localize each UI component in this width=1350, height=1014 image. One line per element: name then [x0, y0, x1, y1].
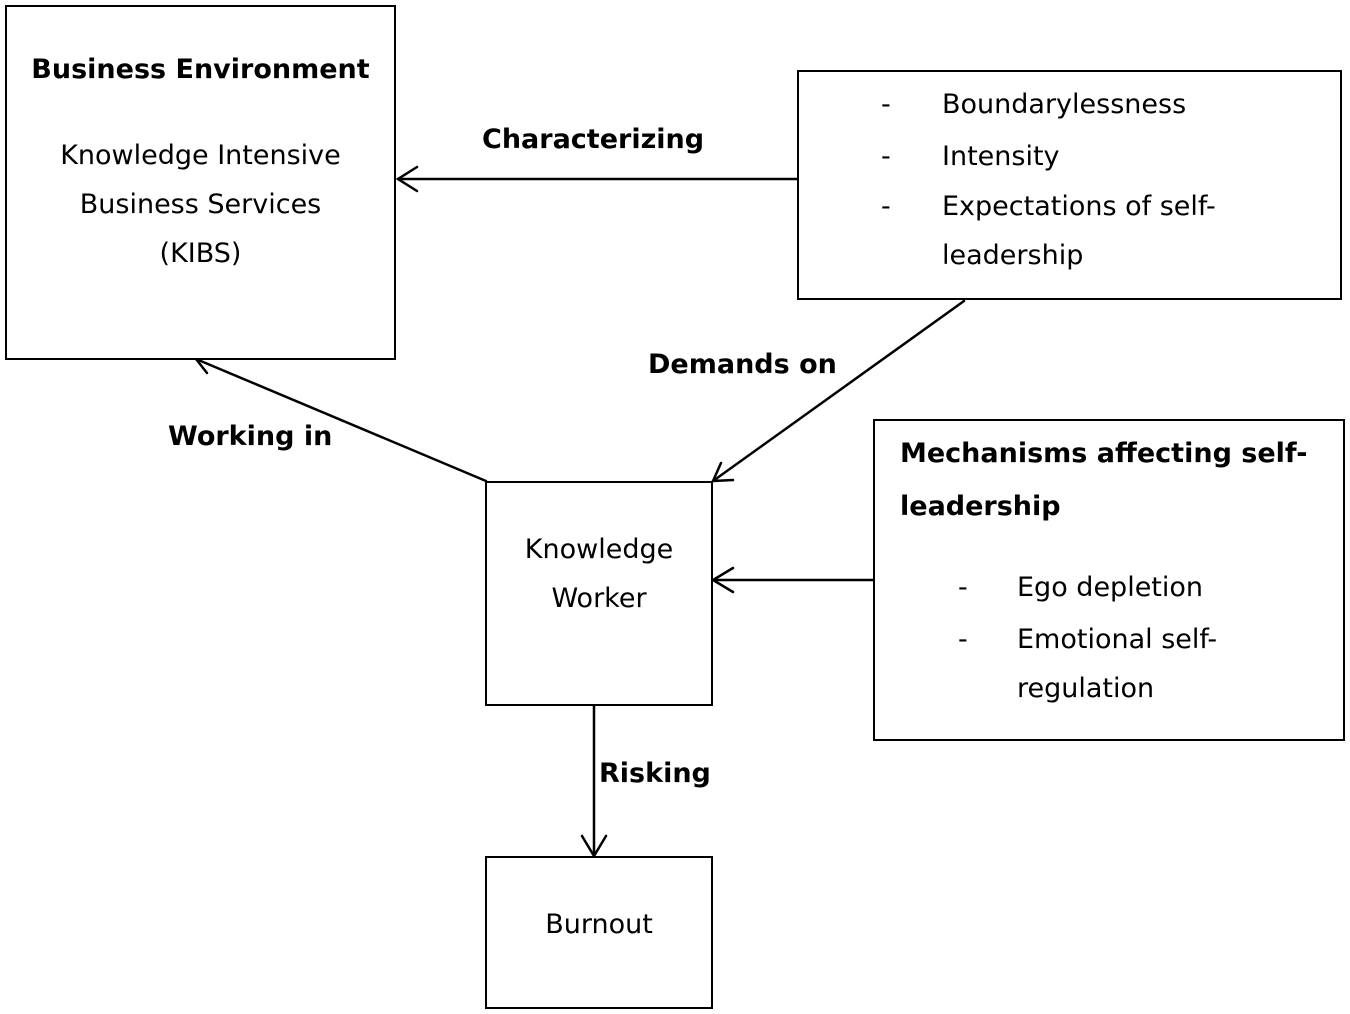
mechanisms-item-1: Ego depletion: [1017, 572, 1204, 603]
demands-on-label: Demands on: [648, 349, 837, 380]
characterizing-arrowhead: [395, 165, 419, 193]
characteristics-box: - Boundarylessness - Intensity - Expecta…: [797, 70, 1342, 300]
mechanisms-title-line-2: leadership: [900, 491, 1061, 522]
characteristics-item-3: Expectations of self-: [942, 191, 1216, 222]
demands-on-arrow: [711, 299, 966, 483]
knowledge-worker-line-2: Worker: [551, 583, 647, 614]
characteristics-item-1: Boundarylessness: [942, 89, 1187, 120]
knowledge-worker-box: Knowledge Worker: [485, 481, 713, 706]
mechanisms-item-2: Emotional self-: [1017, 624, 1218, 655]
knowledge-worker-line-1: Knowledge: [524, 534, 674, 565]
mechanisms-arrowhead: [710, 566, 735, 594]
business-environment-title: Business Environment: [31, 54, 370, 85]
risking-label: Risking: [599, 758, 711, 789]
mechanisms-item-2-cont: regulation: [1017, 673, 1155, 704]
mechanisms-title-line-1: Mechanisms affecting self-: [900, 438, 1308, 469]
characteristics-bullet-1: -: [881, 89, 891, 120]
characteristics-item-3-cont: leadership: [942, 240, 1084, 271]
working-in-arrow: [194, 357, 488, 483]
burnout-box: Burnout: [485, 856, 713, 1009]
business-environment-line-3: (KIBS): [159, 238, 242, 269]
mechanisms-bullet-1: -: [958, 572, 968, 603]
characterizing-label: Characterizing: [482, 124, 705, 155]
characteristics-bullet-3: -: [881, 191, 891, 222]
business-environment-line-1: Knowledge Intensive: [60, 140, 341, 171]
characteristics-item-2: Intensity: [942, 141, 1060, 172]
business-environment-line-2: Business Services: [79, 189, 322, 220]
characteristics-bullet-2: -: [881, 141, 891, 172]
mechanisms-box: Mechanisms affecting self- leadership - …: [873, 419, 1345, 741]
business-environment-box: Business Environment Knowledge Intensive…: [5, 5, 396, 360]
working-in-label: Working in: [168, 421, 333, 452]
mechanisms-bullet-2: -: [958, 624, 968, 655]
burnout-label: Burnout: [545, 909, 653, 940]
demands-on-arrowhead: [711, 461, 735, 483]
